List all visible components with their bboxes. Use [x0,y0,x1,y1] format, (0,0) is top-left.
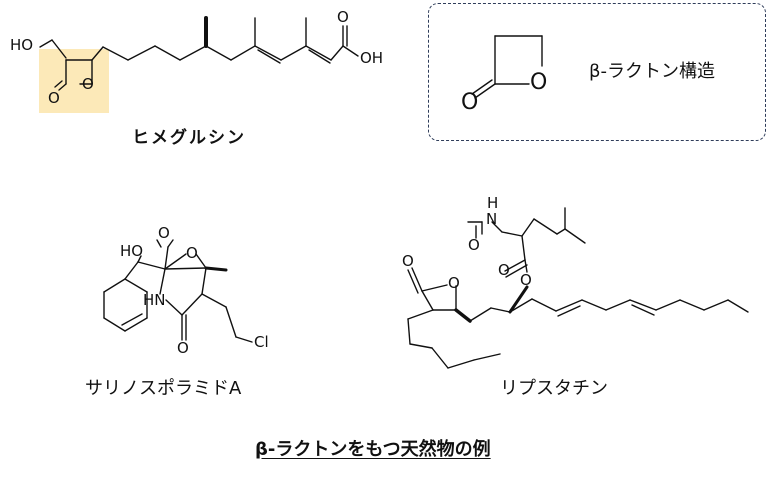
himeglucin-name: ヒメグルシン [132,128,246,148]
figure-caption: β-ラクトンをもつ天然物の例 [255,439,491,460]
himeglucin-ho-label: HO [10,36,34,54]
himeglucin-structure [39,16,359,91]
salino-bottom-o-label: O [177,339,189,357]
salino-ring-o-label: O [186,244,198,262]
salino-top-o-label: O [158,224,170,242]
lipstatin-ring-o-label: O [448,274,460,292]
lipstatin-name: リプスタチン [500,378,608,399]
beta-lactone-box [428,3,766,141]
salinosporamide-name: サリノスポラミドA [85,378,242,399]
lipstatin-structure [407,207,749,369]
lipstatin-n-label: N [486,210,498,228]
salino-cl-label: Cl [254,333,269,351]
salino-ho-label: HO [120,242,144,260]
lipstatin-lactone-carbonyl-o-label: O [402,252,414,270]
lipstatin-ester-carbonyl-o-label: O [498,261,510,279]
lipstatin-formyl-o-label: O [468,236,480,254]
beta-lactone-core-structure [471,35,543,99]
himeglucin-ring-o-label: O [82,75,94,93]
lactone-carbonyl-o-label: O [461,90,479,115]
lipstatin-ester-o-label: O [520,271,532,289]
lactone-ring-o-label: O [530,70,548,95]
salino-hn-label: HN [143,291,166,309]
himeglucin-carbonyl-o-label: O [48,89,60,107]
himeglucin-acid-o-label: O [337,8,349,26]
lipstatin-h-label: H [487,194,499,212]
salinosporamide-structure [103,239,253,343]
beta-lactone-label: β-ラクトン構造 [589,61,715,82]
himeglucin-oh-label: OH [360,49,384,67]
